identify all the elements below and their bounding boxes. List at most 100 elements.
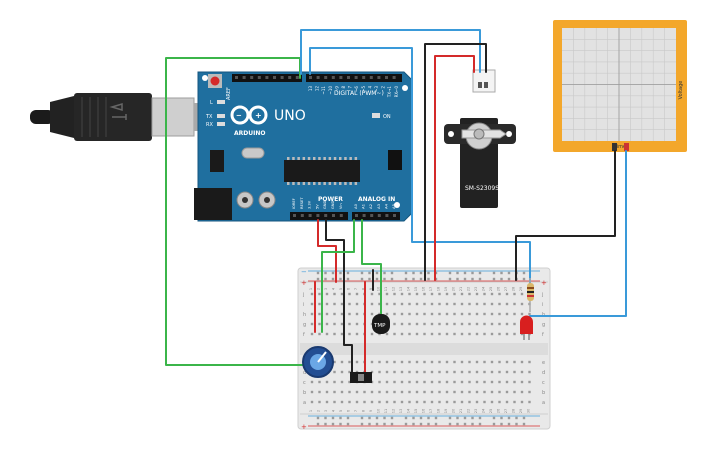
analog-pin-label: A5 bbox=[391, 203, 396, 209]
power-pin-label: Vin bbox=[339, 203, 343, 209]
wire-blue-scope[interactable] bbox=[529, 150, 627, 317]
column-number: 28 bbox=[512, 408, 516, 413]
power-header-label: POWER bbox=[318, 196, 343, 203]
row-letter: b bbox=[542, 390, 545, 396]
row-letter: b bbox=[303, 390, 306, 396]
analog-pin-label: A4 bbox=[383, 203, 388, 209]
column-number: 24 bbox=[482, 408, 486, 413]
red-led[interactable] bbox=[520, 315, 533, 341]
column-number: 26 bbox=[497, 408, 501, 413]
column-number: 3 bbox=[324, 288, 328, 290]
row-letter: j bbox=[302, 292, 304, 298]
column-number: 28 bbox=[512, 286, 516, 291]
column-number: 6 bbox=[347, 409, 351, 412]
oscilloscope[interactable]: Voltage Time bbox=[553, 20, 687, 152]
column-number: 14 bbox=[407, 286, 411, 291]
potentiometer[interactable] bbox=[302, 346, 334, 378]
pin-label: ~9 bbox=[334, 86, 339, 92]
column-number: 6 bbox=[347, 287, 351, 290]
usb-cable[interactable] bbox=[30, 93, 208, 141]
column-number: 7 bbox=[354, 288, 358, 290]
column-number: 16 bbox=[422, 408, 426, 413]
column-number: 14 bbox=[407, 408, 411, 413]
power-pin-label: GND bbox=[331, 201, 335, 209]
column-number: 22 bbox=[467, 409, 471, 414]
row-letter: c bbox=[303, 380, 306, 386]
pin-label: ~5 bbox=[361, 86, 366, 92]
pin-label: 8 bbox=[341, 86, 346, 89]
column-number: 18 bbox=[437, 408, 441, 413]
aref-label: AREF bbox=[226, 87, 232, 100]
column-number: 22 bbox=[467, 287, 471, 292]
power-pin-label: RESET bbox=[300, 197, 304, 209]
wire-black-servo[interactable] bbox=[424, 43, 487, 281]
pin-label: 13 bbox=[308, 86, 313, 92]
status-leds: L TX RX bbox=[205, 100, 225, 128]
column-number: 8 bbox=[362, 409, 366, 412]
column-number: 29 bbox=[519, 286, 523, 291]
wire-blue-pin11[interactable] bbox=[309, 47, 531, 299]
column-number: 9 bbox=[369, 409, 373, 412]
row-letter: i bbox=[542, 302, 543, 308]
column-number: 7 bbox=[354, 410, 358, 412]
pin-label: ~3 bbox=[374, 86, 379, 92]
column-number: 4 bbox=[332, 409, 336, 412]
power-jack[interactable] bbox=[194, 188, 232, 220]
wire-red-5v[interactable] bbox=[317, 219, 337, 283]
wire-black-gnd[interactable] bbox=[325, 219, 345, 271]
row-letter: c bbox=[542, 380, 545, 386]
on-label: ON bbox=[383, 114, 391, 120]
breadboard[interactable]: + − + + jjiihhggffeeddccbbaa 11223344556… bbox=[297, 267, 551, 431]
column-number: 1 bbox=[309, 410, 313, 412]
column-number: 2 bbox=[317, 288, 321, 290]
row-letter: g bbox=[542, 322, 545, 328]
wire-green-a1[interactable] bbox=[361, 219, 382, 319]
servo-motor[interactable]: SM-S2309S bbox=[444, 69, 516, 208]
power-led bbox=[372, 113, 380, 118]
column-number: 23 bbox=[474, 409, 478, 414]
column-number: 26 bbox=[497, 286, 501, 291]
power-pin-label: 5V bbox=[315, 204, 319, 209]
rail-plus-top: + bbox=[301, 279, 307, 287]
wire-green-a0[interactable] bbox=[321, 219, 355, 301]
column-number: 10 bbox=[377, 286, 381, 291]
column-number: 24 bbox=[482, 286, 486, 291]
column-number: 3 bbox=[324, 410, 328, 412]
column-number: 19 bbox=[444, 408, 448, 413]
svg-text:−: − bbox=[236, 112, 242, 120]
jumper-black-1[interactable] bbox=[343, 269, 353, 373]
pin-label: ~10 bbox=[328, 86, 333, 95]
wire-black-scope[interactable] bbox=[515, 150, 616, 281]
column-number: 20 bbox=[452, 286, 456, 291]
pin-label: 4 bbox=[367, 86, 372, 89]
row-letter: j bbox=[541, 292, 543, 298]
resistor[interactable] bbox=[527, 278, 534, 312]
analog-pin-label: A2 bbox=[368, 203, 373, 209]
row-letter: a bbox=[542, 400, 545, 406]
column-number: 12 bbox=[392, 287, 396, 292]
temperature-sensor[interactable]: TMP bbox=[372, 314, 390, 334]
arduino-logo: − + bbox=[230, 105, 268, 125]
column-number: 27 bbox=[504, 409, 508, 414]
pin-label: 2 bbox=[381, 86, 386, 89]
column-number: 16 bbox=[422, 286, 426, 291]
column-number: 13 bbox=[399, 287, 403, 292]
svg-text:+: + bbox=[255, 111, 262, 120]
column-number: 21 bbox=[459, 287, 463, 292]
column-number: 29 bbox=[519, 408, 523, 413]
column-number: 8 bbox=[362, 287, 366, 290]
analog-pin-label: A0 bbox=[353, 203, 358, 209]
slide-switch[interactable] bbox=[350, 372, 372, 383]
row-letter: h bbox=[303, 312, 306, 318]
pin-label: 12 bbox=[315, 86, 320, 92]
svg-text:L: L bbox=[210, 100, 213, 106]
pin-label: 7 bbox=[348, 86, 353, 89]
wire-blue-pin13[interactable] bbox=[300, 29, 481, 75]
column-number: 13 bbox=[399, 409, 403, 414]
wire-red-servo[interactable] bbox=[434, 55, 475, 281]
column-number: 17 bbox=[429, 409, 433, 414]
analog-header-label: ANALOG IN bbox=[358, 196, 395, 203]
column-number: 20 bbox=[452, 408, 456, 413]
